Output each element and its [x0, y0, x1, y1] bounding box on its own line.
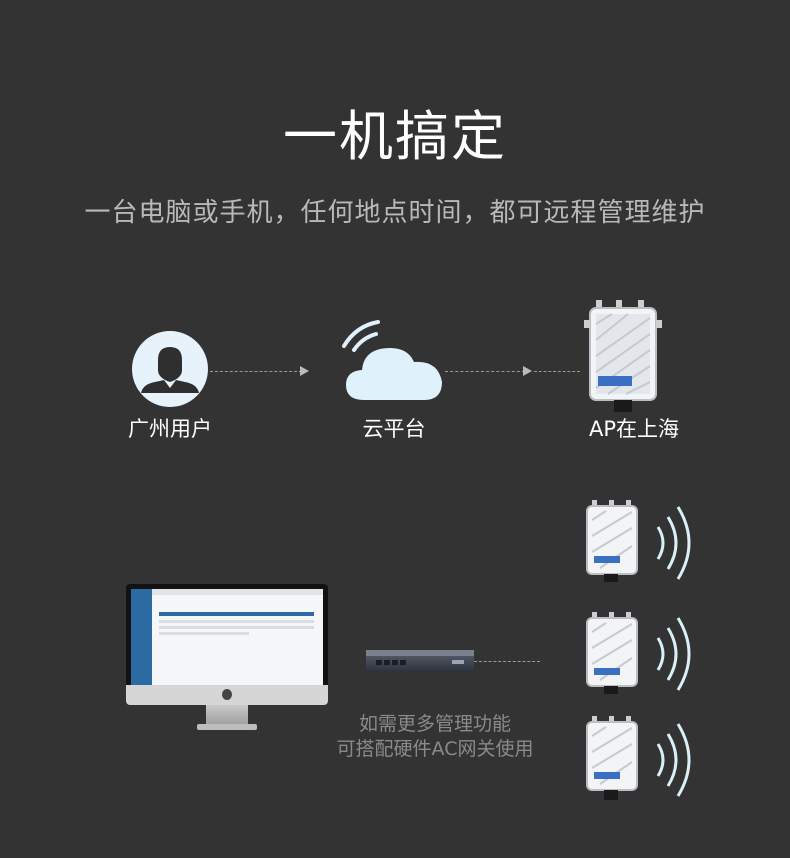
user-avatar-icon — [132, 331, 208, 407]
flow-line-1 — [210, 371, 302, 372]
ac-note: 如需更多管理功能 可搭配硬件AC网关使用 — [290, 712, 580, 762]
outdoor-ap-icon — [586, 500, 638, 582]
page-title: 一机搞定 — [283, 105, 507, 168]
wifi-signal-icon — [656, 506, 691, 580]
page-subtitle: 一台电脑或手机，任何地点时间，都可远程管理维护 — [84, 198, 706, 228]
flow-line-2 — [445, 371, 525, 372]
flow-arrow-1 — [300, 366, 309, 376]
desktop-monitor-icon — [126, 584, 328, 705]
monitor-base — [197, 724, 257, 730]
outdoor-ap-icon — [584, 300, 662, 412]
ac-note-line-1: 如需更多管理功能 — [358, 713, 511, 735]
flow-line-3 — [534, 371, 580, 372]
management-screen — [131, 589, 323, 685]
outdoor-ap-icon — [586, 612, 638, 694]
cloud-icon — [342, 320, 442, 400]
user-label: 广州用户 — [128, 417, 212, 441]
ac-link-line — [474, 661, 540, 662]
ac-gateway-icon — [366, 650, 474, 672]
wifi-signal-icon — [656, 723, 691, 797]
ac-note-line-2: 可搭配硬件AC网关使用 — [336, 738, 534, 760]
ap-label: AP在上海 — [588, 417, 680, 441]
monitor-stand — [206, 705, 248, 727]
flow-arrow-2 — [523, 366, 532, 376]
cloud-label: 云平台 — [362, 417, 426, 441]
apple-logo-icon — [222, 689, 232, 700]
outdoor-ap-icon — [586, 716, 638, 800]
wifi-signal-icon — [656, 617, 691, 691]
